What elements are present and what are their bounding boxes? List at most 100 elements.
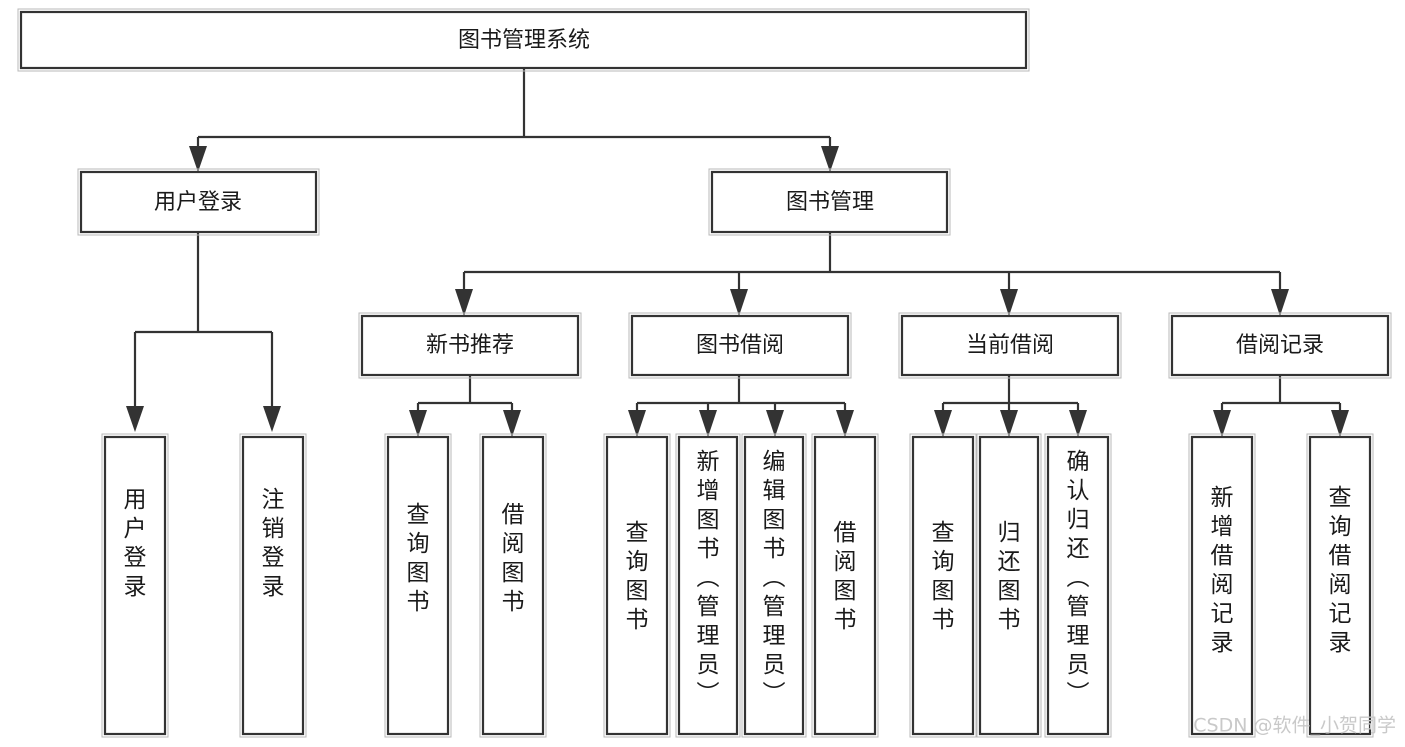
node-new-book-recommend-shadow: [358, 312, 582, 379]
node-leaf-confirm-return[interactable]: 确认归还︵管理员︶: [1044, 433, 1112, 738]
node-leaf-query-record-label: 查询借阅记录: [1329, 485, 1352, 656]
node-user-login[interactable]: 用户登录: [77, 168, 320, 236]
arrow-head-leaf-query-record: [1331, 410, 1349, 437]
node-new-book-recommend-rect: [360, 314, 580, 377]
connector-layer: [126, 68, 1349, 437]
arrow-head-leaf-query-book-1: [409, 410, 427, 437]
arrow-head-leaf-query-book-2: [628, 410, 646, 437]
arrow-head-new-book-recommend: [455, 289, 473, 316]
node-root-label: 图书管理系统: [458, 28, 590, 53]
node-leaf-confirm-return-rect: [1046, 435, 1110, 736]
node-leaf-user-login-label: 用户登录: [124, 487, 147, 600]
arrow-head-leaf-add-record: [1213, 410, 1231, 437]
node-leaf-add-book-label: 新增图书︵管理员︶: [697, 449, 720, 707]
node-leaf-borrow-book-1-label: 借阅图书: [502, 502, 525, 615]
node-root[interactable]: 图书管理系统: [17, 8, 1030, 72]
node-root-rect: [19, 10, 1028, 70]
arrow-head-leaf-user-login: [126, 406, 144, 432]
arrow-head-borrow-record: [1271, 289, 1289, 316]
node-leaf-query-book-1-shadow: [384, 433, 452, 738]
arrow-head-leaf-confirm-return: [1069, 410, 1087, 437]
node-leaf-edit-book-label: 编辑图书︵管理员︶: [763, 449, 786, 707]
arrow-head-book-borrow: [730, 289, 748, 316]
node-borrow-record-label: 借阅记录: [1236, 333, 1324, 358]
node-leaf-add-book-rect: [677, 435, 739, 736]
arrow-head-leaf-return-book: [1000, 410, 1018, 437]
node-leaf-return-book-shadow: [976, 433, 1042, 738]
arrow-head-leaf-user-logout: [263, 406, 281, 432]
node-leaf-query-book-2-label: 查询图书: [626, 520, 649, 633]
node-borrow-record-rect: [1170, 314, 1390, 377]
node-book-borrow-rect: [630, 314, 850, 377]
arrow-head-leaf-borrow-book-2: [836, 410, 854, 437]
node-leaf-query-book-3[interactable]: 查询图书: [909, 433, 977, 738]
node-leaf-query-book-1-rect: [386, 435, 450, 736]
node-leaf-query-book-3-rect: [911, 435, 975, 736]
node-leaf-user-logout-label: 注销登录: [262, 487, 285, 600]
node-leaf-query-book-2-rect: [605, 435, 669, 736]
node-leaf-return-book[interactable]: 归还图书: [976, 433, 1042, 738]
node-user-login-rect: [79, 170, 318, 234]
node-book-borrow-shadow: [628, 312, 852, 379]
node-leaf-confirm-return-label: 确认归还︵管理员︶: [1067, 449, 1090, 707]
node-leaf-query-record-shadow: [1306, 433, 1374, 738]
node-leaf-query-book-1-label: 查询图书: [407, 502, 430, 615]
node-leaf-borrow-book-1-shadow: [479, 433, 547, 738]
node-leaf-add-record-shadow: [1188, 433, 1256, 738]
node-leaf-borrow-book-1[interactable]: 借阅图书: [479, 433, 547, 738]
node-leaf-edit-book[interactable]: 编辑图书︵管理员︶: [741, 433, 807, 738]
node-book-management-shadow: [708, 168, 951, 236]
node-leaf-return-book-rect: [978, 435, 1040, 736]
node-leaf-query-record[interactable]: 查询借阅记录: [1306, 433, 1374, 738]
node-leaf-borrow-book-2-rect: [813, 435, 877, 736]
node-leaf-user-logout-shadow: [239, 433, 307, 738]
node-current-borrow-rect: [900, 314, 1120, 377]
node-borrow-record[interactable]: 借阅记录: [1168, 312, 1392, 379]
node-current-borrow-label: 当前借阅: [966, 333, 1054, 358]
node-leaf-user-login-shadow: [101, 433, 169, 738]
node-leaf-borrow-book-1-rect: [481, 435, 545, 736]
node-book-management-label: 图书管理: [786, 190, 874, 215]
arrow-head-leaf-add-book: [699, 410, 717, 437]
node-borrow-record-shadow: [1168, 312, 1392, 379]
arrow-head-leaf-edit-book: [766, 410, 784, 437]
node-leaf-add-record-rect: [1190, 435, 1254, 736]
node-book-borrow-label: 图书借阅: [696, 333, 784, 358]
node-current-borrow[interactable]: 当前借阅: [898, 312, 1122, 379]
node-root-shadow: [17, 8, 1030, 72]
node-current-borrow-shadow: [898, 312, 1122, 379]
node-leaf-query-book-2-shadow: [603, 433, 671, 738]
arrow-head-current-borrow: [1000, 289, 1018, 316]
node-leaf-user-login[interactable]: 用户登录: [101, 433, 169, 738]
node-leaf-borrow-book-2-label: 借阅图书: [834, 520, 857, 633]
node-leaf-user-login-rect: [103, 435, 167, 736]
node-book-management[interactable]: 图书管理: [708, 168, 951, 236]
node-leaf-edit-book-rect: [743, 435, 805, 736]
node-leaf-query-book-2[interactable]: 查询图书: [603, 433, 671, 738]
leaf-node-layer: 用户登录 注销登录 查询图书 借阅图书 查询图书: [101, 433, 1374, 738]
node-leaf-add-book-shadow: [675, 433, 741, 738]
arrow-head-user-login: [189, 146, 207, 172]
node-leaf-confirm-return-shadow: [1044, 433, 1112, 738]
node-leaf-return-book-label: 归还图书: [998, 520, 1021, 633]
arrow-head-leaf-borrow-book-1: [503, 410, 521, 437]
node-leaf-query-record-rect: [1308, 435, 1372, 736]
arrow-head-book-management: [821, 146, 839, 172]
node-leaf-query-book-1[interactable]: 查询图书: [384, 433, 452, 738]
node-book-management-rect: [710, 170, 949, 234]
node-new-book-recommend-label: 新书推荐: [426, 333, 514, 358]
node-book-borrow[interactable]: 图书借阅: [628, 312, 852, 379]
watermark-label: CSDN @软件_小贺同学: [1193, 715, 1396, 737]
node-leaf-add-book[interactable]: 新增图书︵管理员︶: [675, 433, 741, 738]
node-leaf-add-record-label: 新增借阅记录: [1211, 485, 1234, 656]
node-leaf-add-record[interactable]: 新增借阅记录: [1188, 433, 1256, 738]
node-leaf-user-logout[interactable]: 注销登录: [239, 433, 307, 738]
node-leaf-borrow-book-2[interactable]: 借阅图书: [811, 433, 879, 738]
arrow-head-leaf-query-book-3: [934, 410, 952, 437]
node-new-book-recommend[interactable]: 新书推荐: [358, 312, 582, 379]
node-leaf-borrow-book-2-shadow: [811, 433, 879, 738]
node-leaf-query-book-3-label: 查询图书: [932, 520, 955, 633]
node-leaf-user-logout-rect: [241, 435, 305, 736]
